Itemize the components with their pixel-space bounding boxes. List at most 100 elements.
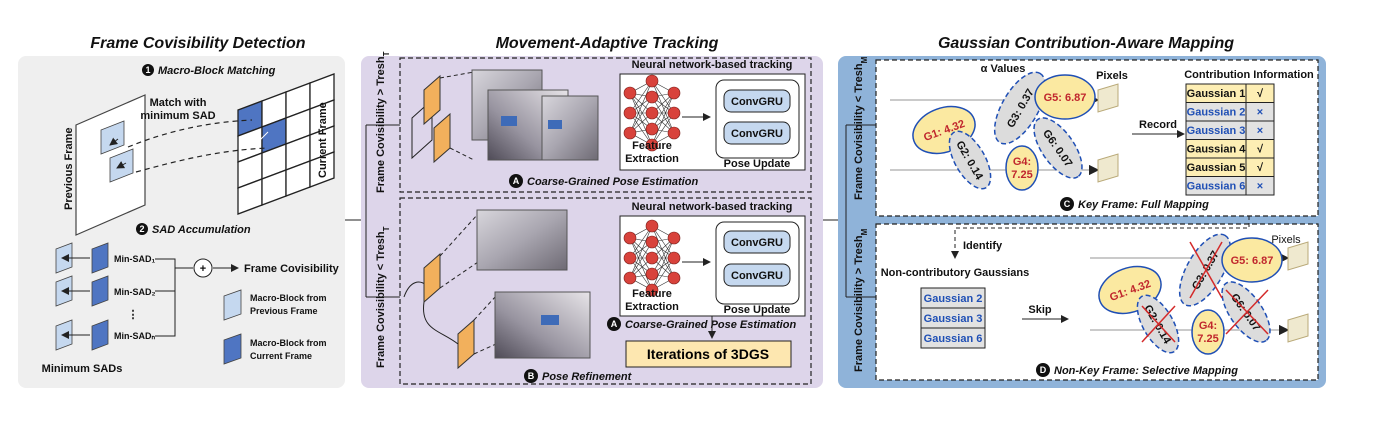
feature-1-upper: Feature [632, 140, 672, 152]
nn-node [623, 126, 637, 140]
non-contrib-gaussian: Gaussian 6 [924, 333, 983, 345]
sad-row-2 [55, 275, 109, 307]
key-frame-label: Key Frame: Full Mapping [1078, 199, 1209, 211]
svg-text:2: 2 [139, 224, 144, 234]
ellipse-g5-upper [1034, 74, 1096, 120]
mapping-cond-lower: Frame Covisibility > TreshM [853, 228, 869, 372]
lower-photo-1 [476, 209, 568, 271]
svg-text:A: A [611, 319, 618, 329]
frame-covisibility-output: Frame Covisibility [244, 263, 340, 275]
convgru-lower-1 [723, 230, 791, 254]
pixels-label-upper: Pixels [1096, 70, 1128, 82]
sum-node [193, 258, 213, 278]
svg-text:A: A [513, 176, 520, 186]
legend-cur-swatch [223, 333, 242, 365]
gaussian-mark: √ [1257, 162, 1264, 174]
iterations-3dgs-label: Iterations of 3DGS [647, 346, 769, 362]
nn-node [645, 138, 659, 152]
feature-2-upper: Extraction [625, 153, 679, 165]
nn-tracking-upper: Neural network-based tracking [632, 59, 793, 71]
sad-row-n [55, 319, 109, 351]
badge-a-upper [509, 174, 523, 188]
nn-node [645, 267, 659, 281]
nn-tracking-lower: Neural network-based tracking [632, 201, 793, 213]
current-frame-label: Current Frame [317, 102, 329, 178]
alpha-values-label: α Values [981, 63, 1026, 75]
minimum-sads-label: Minimum SADs [42, 363, 123, 375]
gaussian-name: Gaussian 2 [1187, 107, 1246, 119]
mapping-title: Gaussian Contribution-Aware Mapping [938, 35, 1234, 52]
step-2-badge [136, 223, 148, 235]
skip-label: Skip [1028, 304, 1052, 316]
pose-update-label-upper: Pose Update [724, 158, 791, 170]
coarse-label-upper: Coarse-Grained Pose Estimation [527, 176, 698, 188]
non-contrib-gaussian: Gaussian 3 [924, 313, 983, 325]
tracking-title: Movement-Adaptive Tracking [496, 35, 719, 52]
pixels-label-lower: Pixels [1271, 234, 1301, 246]
non-contrib-table: Gaussian 2 Gaussian 3 Gaussian 6 [920, 287, 986, 349]
svg-text:G4:: G4: [1013, 156, 1031, 168]
nn-node [667, 231, 681, 245]
ellipse-g5-lower [1221, 237, 1283, 283]
match-text-1: Match with [150, 97, 207, 109]
nn-node [645, 219, 659, 233]
upper-frame-1 [423, 74, 441, 126]
gaussian-name: Gaussian 1 [1187, 88, 1246, 100]
ellipse-g3-lower [1178, 233, 1232, 307]
list-item [920, 327, 986, 349]
gaussian-mark: × [1257, 107, 1263, 119]
min-sad-2: Min-SAD₂ [114, 287, 156, 297]
svg-text:G5: 6.87: G5: 6.87 [1044, 92, 1087, 104]
refinement-box [399, 197, 812, 385]
svg-text:7.25: 7.25 [1011, 169, 1032, 181]
skip-strikes [1141, 241, 1269, 343]
gaussian-mark: √ [1257, 144, 1264, 156]
svg-text:C: C [1064, 199, 1071, 209]
badge-a-lower [607, 317, 621, 331]
gaussian-mark: √ [1257, 88, 1264, 100]
grid-cell [309, 151, 335, 188]
gaussian-name: Gaussian 4 [1187, 144, 1247, 156]
neural-net-upper [623, 74, 681, 152]
min-sad-1: Min-SAD₁ [114, 254, 155, 264]
sad-accumulation-label: SAD Accumulation [152, 224, 251, 236]
pixel-icon-4 [1287, 313, 1309, 343]
svg-text:G5: 6.87: G5: 6.87 [1231, 255, 1274, 267]
previous-frame-label: Previous Frame [63, 127, 75, 210]
nn-node [667, 106, 681, 120]
gaussian-mark: × [1257, 181, 1263, 193]
gaussian-name: Gaussian 3 [1187, 125, 1246, 137]
macro-block-matching-label: Macro-Block Matching [158, 65, 276, 77]
badge-d [1036, 363, 1050, 377]
svg-text:ConvGRU: ConvGRU [731, 96, 783, 108]
legend-prev-1: Macro-Block from [250, 293, 327, 303]
svg-text:ConvGRU: ConvGRU [731, 237, 783, 249]
feature-1-lower: Feature [632, 288, 672, 300]
contribution-info-label: Contribution Information [1184, 69, 1314, 81]
sad-dots: ⋮ [128, 309, 139, 321]
prev-block-1 [100, 120, 125, 155]
convgru-lower-2 [723, 263, 791, 287]
nn-node [623, 271, 637, 285]
legend-cur-1: Macro-Block from [250, 338, 327, 348]
svg-text:ConvGRU: ConvGRU [731, 270, 783, 282]
nn-node [645, 283, 659, 297]
ellipse-g3-upper [993, 71, 1047, 145]
tracking-cond-upper: Frame Covisibility > TreshT [375, 51, 391, 193]
svg-text:1: 1 [145, 65, 150, 75]
non-contrib-label: Non-contributory Gaussians [881, 267, 1030, 279]
gaussian-mark: × [1257, 125, 1263, 137]
tracking-cond-lower: Frame Covisibility < TreshT [375, 226, 391, 368]
svg-text:7.25: 7.25 [1197, 333, 1218, 345]
sad-row-1 [55, 242, 109, 274]
min-sad-n: Min-SADₙ [114, 331, 155, 341]
record-label: Record [1139, 119, 1177, 131]
badge-b [524, 369, 538, 383]
convgru-upper-1 [723, 89, 791, 113]
nn-node [667, 86, 681, 100]
svg-text:D: D [1040, 365, 1047, 375]
coarse-label-lower: Coarse-Grained Pose Estimation [625, 319, 796, 331]
non-contrib-gaussian: Gaussian 2 [924, 293, 983, 305]
pixel-icon-1 [1097, 83, 1119, 113]
